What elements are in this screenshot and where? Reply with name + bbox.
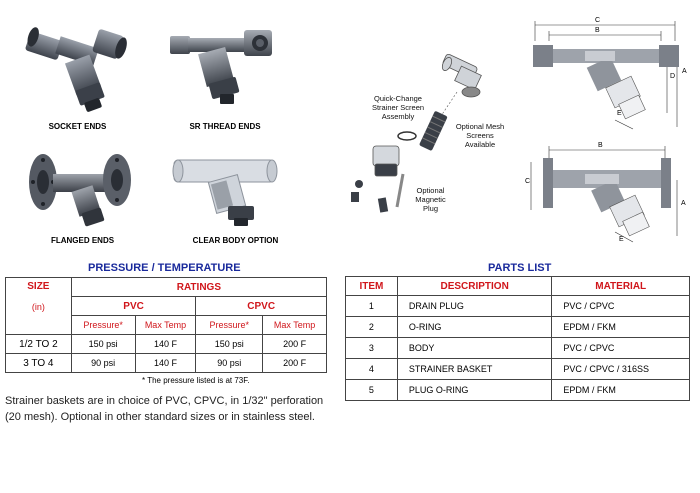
cpvc-header: CPVC xyxy=(195,296,327,316)
table-row: 3 BODY PVC / CPVC xyxy=(345,337,690,359)
dim-top-c: C xyxy=(595,17,601,24)
table-row: 4 STRAINER BASKET PVC / CPVC / 316SS xyxy=(345,358,690,380)
pressure-temperature-table: SIZE (in) RATINGS PVC CPVC Pressure* Max… xyxy=(5,277,328,373)
table-row: 3 TO 4 90 psi 140 F 90 psi 200 F xyxy=(5,353,327,373)
optional-mesh-label-line2: Screens xyxy=(466,131,494,140)
part-material: PVC / CPVC xyxy=(551,295,690,317)
pt-pvc-temp: 140 F xyxy=(134,334,197,354)
socket-ends-caption: SOCKET ENDS xyxy=(48,122,107,131)
size-unit: (in) xyxy=(31,302,45,312)
part-item: 1 xyxy=(345,295,398,317)
part-description: BODY xyxy=(396,337,553,359)
pt-size: 1/2 TO 2 xyxy=(5,334,72,354)
table-row: 2 O-RING EPDM / FKM xyxy=(345,316,690,338)
sr-thread-ends-caption: SR THREAD ENDS xyxy=(189,122,261,131)
quick-change-label-line2: Strainer Screen xyxy=(371,103,425,112)
pvc-maxtemp-col: Max Temp xyxy=(134,315,197,335)
pvc-pressure-col: Pressure* xyxy=(70,315,136,335)
dim-top-a: A xyxy=(682,68,687,75)
quick-change-label-line1: Quick-Change xyxy=(374,94,422,103)
size-header-cell: SIZE (in) xyxy=(5,277,72,335)
ratings-header: RATINGS xyxy=(70,277,328,297)
pressure-temperature-title: PRESSURE / TEMPERATURE xyxy=(88,262,241,274)
material-header: MATERIAL xyxy=(551,276,690,296)
flanged-ends-image xyxy=(29,154,131,227)
part-item: 3 xyxy=(345,337,398,359)
optional-mesh-label: Optional Mesh Screens Available xyxy=(445,122,515,149)
part-description: DRAIN PLUG xyxy=(396,295,553,317)
part-description: O-RING xyxy=(396,316,553,338)
part-material: PVC / CPVC xyxy=(551,337,690,359)
pt-pvc-pressure: 90 psi xyxy=(70,353,136,373)
pt-cpvc-pressure: 90 psi xyxy=(195,353,264,373)
table-row: 1 DRAIN PLUG PVC / CPVC xyxy=(345,295,690,317)
optional-plug-label: Optional Magnetic Plug xyxy=(408,186,453,213)
part-item: 4 xyxy=(345,358,398,380)
clear-body-option-caption: CLEAR BODY OPTION xyxy=(192,236,279,245)
dim-bottom-a: A xyxy=(681,200,686,207)
dim-top-e: E xyxy=(617,110,622,117)
clear-body-option-image xyxy=(172,159,278,226)
parts-list-table: ITEM DESCRIPTION MATERIAL 1 DRAIN PLUG P… xyxy=(345,276,690,401)
socket-ends-image xyxy=(25,27,127,112)
optional-mesh-label-line1: Optional Mesh xyxy=(455,122,505,131)
dim-top-d: D xyxy=(670,73,676,80)
pt-cpvc-temp: 200 F xyxy=(262,334,327,354)
description-header: DESCRIPTION xyxy=(396,276,553,296)
dimension-drawing-socket xyxy=(533,21,679,130)
flanged-ends-caption: FLANGED ENDS xyxy=(50,236,115,245)
optional-plug-label-line3: Plug xyxy=(422,204,438,213)
part-material: EPDM / FKM xyxy=(551,316,690,338)
strainer-basket-description: Strainer baskets are in choice of PVC, C… xyxy=(5,395,324,423)
table-row: 1/2 TO 2 150 psi 140 F 150 psi 200 F xyxy=(5,334,327,354)
pressure-footnote: * The pressure listed is at 73F. xyxy=(142,376,250,385)
cpvc-pressure-col: Pressure* xyxy=(195,315,264,335)
dim-bottom-e: E xyxy=(619,236,624,243)
pvc-header: PVC xyxy=(70,296,197,316)
exploded-view-diagram xyxy=(351,53,482,213)
quick-change-label: Quick-Change Strainer Screen Assembly xyxy=(358,94,438,121)
sr-thread-ends-image xyxy=(170,30,272,104)
parts-list-title: PARTS LIST xyxy=(488,262,552,274)
dimension-drawing-flanged xyxy=(530,146,678,243)
pt-cpvc-temp: 200 F xyxy=(262,353,327,373)
part-item: 5 xyxy=(345,379,398,401)
part-material: PVC / CPVC / 316SS xyxy=(551,358,690,380)
dim-top-b: B xyxy=(595,27,600,34)
part-item: 2 xyxy=(345,316,398,338)
size-header: SIZE xyxy=(27,281,50,292)
quick-change-label-line3: Assembly xyxy=(381,112,415,121)
pt-pvc-pressure: 150 psi xyxy=(70,334,136,354)
pt-cpvc-pressure: 150 psi xyxy=(195,334,264,354)
cpvc-maxtemp-col: Max Temp xyxy=(262,315,327,335)
part-description: PLUG O-RING xyxy=(396,379,553,401)
item-header: ITEM xyxy=(345,276,398,296)
optional-plug-label-line2: Magnetic xyxy=(415,195,446,204)
part-description: STRAINER BASKET xyxy=(396,358,553,380)
dim-bottom-b: B xyxy=(598,142,603,149)
part-material: EPDM / FKM xyxy=(551,379,690,401)
optional-plug-label-line1: Optional xyxy=(416,186,445,195)
pt-pvc-temp: 140 F xyxy=(134,353,197,373)
optional-mesh-label-line3: Available xyxy=(464,140,496,149)
pt-size: 3 TO 4 xyxy=(5,353,72,373)
dim-bottom-c: C xyxy=(525,178,531,185)
table-row: 5 PLUG O-RING EPDM / FKM xyxy=(345,379,690,401)
